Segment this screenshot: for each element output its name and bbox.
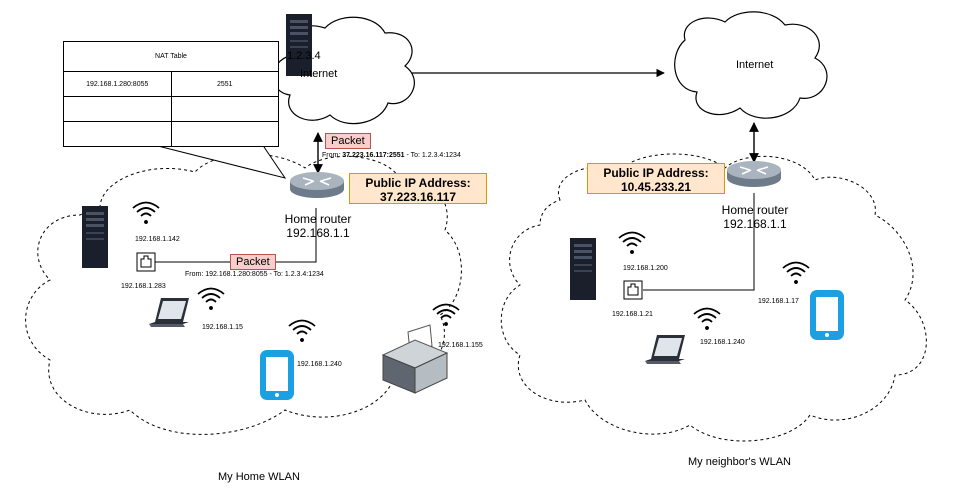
laptop-wifi-icon (197, 287, 225, 311)
home-wlan-cloud (25, 153, 462, 435)
phone-ip: 192.168.1.240 (297, 361, 342, 368)
packet-caption-lan: From: 192.168.1.280:8055 - To: 1.2.3.4:1… (185, 271, 324, 278)
nat-table-title: NAT Table (63, 41, 279, 72)
neighbor-ethernet-port-icon (623, 280, 643, 300)
printer-wifi-icon (432, 303, 460, 327)
lan-cable-left (155, 208, 317, 263)
nat-internal-address (63, 96, 172, 122)
public-ip-title: Public IP Address: (603, 166, 709, 180)
neighbor-router-icon (726, 160, 782, 188)
printer-icon (381, 324, 449, 394)
internet-server-ip: 1.2.3.4 (287, 50, 321, 62)
internet-server-icon (286, 14, 312, 76)
server-wired-ip: 192.168.1.283 (121, 283, 166, 290)
neighbor-phone-icon (810, 290, 844, 340)
router-name-left: Home router (284, 212, 352, 226)
neighbor-server-wifi-ip: 192.168.1.200 (623, 265, 668, 272)
neighbor-phone-wifi-icon (782, 261, 810, 285)
phone-icon (260, 350, 294, 400)
nat-table: NAT Table 192.168.1.280:8055 2551 (63, 41, 279, 147)
internet-cloud-right (674, 11, 828, 119)
nat-table-row (63, 121, 279, 147)
lan-cable-right (643, 193, 755, 291)
public-ip-box-right: Public IP Address: 10.45.233.21 (587, 163, 725, 194)
router-ip-left: 192.168.1.1 (286, 226, 350, 240)
neighbor-laptop-icon (645, 335, 685, 364)
nat-public-port (170, 121, 279, 147)
nat-table-row (63, 96, 279, 122)
nat-table-row: 192.168.1.280:8055 2551 (63, 71, 279, 97)
neighbor-laptop-wifi-icon (693, 307, 721, 331)
neighbor-wlan-cloud (500, 153, 927, 442)
public-ip-box-left: Public IP Address: 37.223.16.117 (349, 173, 487, 204)
router-name-right: Home router (721, 203, 789, 217)
neighbor-laptop-ip: 192.168.1.240 (700, 339, 745, 346)
server-wifi-ip: 192.168.1.142 (135, 236, 180, 243)
neighbor-server-wifi-icon (618, 231, 646, 255)
laptop-icon (149, 298, 189, 327)
internet-label-right: Internet (736, 59, 774, 71)
packet-tag-internet: Packet (325, 133, 371, 149)
printer-ip: 192.168.1.155 (438, 342, 483, 349)
server-wifi-icon (132, 201, 160, 225)
nat-internal-address: 192.168.1.280:8055 (63, 71, 172, 97)
nat-public-port (170, 96, 279, 122)
nat-callout-pointer (149, 143, 287, 179)
home-wlan-label: My Home WLAN (218, 471, 300, 483)
ethernet-port-icon (136, 252, 156, 272)
neighbor-server-icon (570, 238, 596, 300)
home-router-icon (289, 171, 345, 199)
public-ip-value: 37.223.16.117 (379, 190, 457, 205)
neighbor-server-wired-ip: 192.168.1.21 (612, 311, 653, 318)
packet-tag-lan: Packet (230, 254, 276, 270)
packet-caption-internet: From: 37.223.16.117:2551 - To: 1.2.3.4:1… (322, 152, 461, 159)
public-ip-title: Public IP Address: (365, 176, 471, 190)
neighbor-phone-ip: 192.168.1.17 (758, 298, 799, 305)
laptop-ip: 192.168.1.15 (202, 324, 243, 331)
router-ip-right: 192.168.1.1 (723, 217, 787, 231)
nat-public-port: 2551 (170, 71, 279, 97)
internet-label-left: Internet (300, 68, 338, 80)
public-ip-value: 10.45.233.21 (620, 180, 692, 195)
phone-wifi-icon (288, 319, 316, 343)
neighbor-wlan-label: My neighbor's WLAN (688, 456, 791, 468)
nat-internal-address (63, 121, 172, 147)
server-icon (82, 206, 108, 268)
